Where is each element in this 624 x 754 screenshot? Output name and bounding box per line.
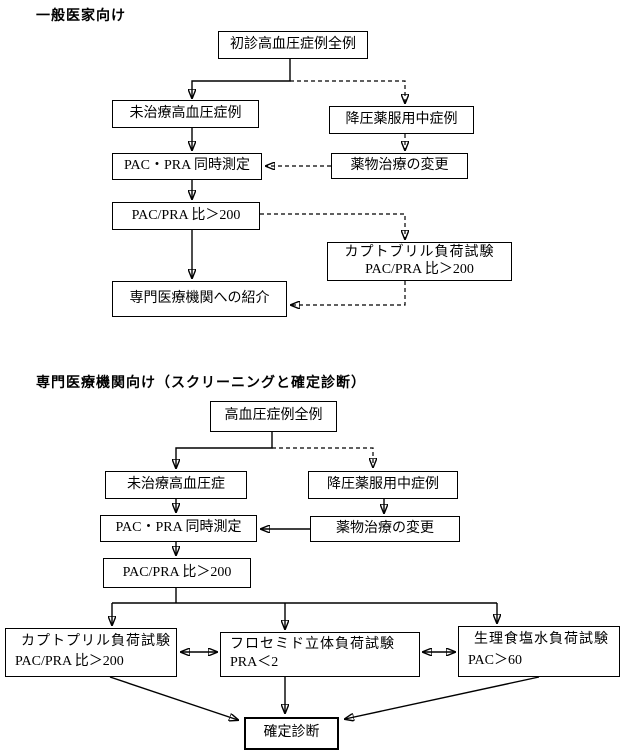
captopril-test-1-line1: カプトブリル負荷試験	[344, 245, 495, 261]
node-pac-pra-measurement-2: PAC・PRA 同時測定	[100, 515, 257, 542]
furosemide-test-line2: PRA＜2	[230, 654, 279, 670]
saline-test-line2: PAC＞60	[468, 653, 522, 669]
furosemide-test-line1: フロセミド立体負荷試験	[230, 636, 395, 652]
chart1-title: 一般医家向け	[36, 9, 126, 24]
node-pac-pra-ratio-2: PAC/PRA 比＞200	[103, 558, 251, 588]
chart1-edges	[192, 59, 405, 305]
node-drug-change-2: 薬物治療の変更	[310, 516, 460, 542]
edge-initial-to-untreated-arrow	[192, 59, 291, 98]
node-drug-change-1: 薬物治療の変更	[331, 153, 468, 179]
edge-allcases-to-untreated-arrow	[176, 432, 273, 468]
chart2-edges	[109, 432, 540, 720]
captopril-test-2-line2: PAC/PRA 比＞200	[15, 653, 124, 669]
node-captopril-test-2: カプトプリル負荷試験 PAC/PRA 比＞200	[5, 628, 177, 677]
edge-initial-to-medicated-dashed-arrow	[290, 80, 405, 103]
node-pac-pra-ratio-1: PAC/PRA 比＞200	[112, 202, 260, 230]
captopril-test-2-line1: カプトプリル負荷試験	[21, 633, 171, 649]
node-untreated-hypertension-1: 未治療高血圧症例	[112, 100, 259, 128]
node-referral-to-specialist: 専門医療機関への紹介	[112, 281, 287, 317]
edge-allcases-to-medicated-dashed-arrow	[272, 447, 373, 467]
node-untreated-hypertension-2: 未治療高血圧症	[105, 471, 247, 499]
node-captopril-test-1: カプトブリル負荷試験 PAC/PRA 比＞200	[327, 242, 512, 281]
node-furosemide-test: フロセミド立体負荷試験 PRA＜2	[220, 632, 420, 677]
node-on-antihypertensive-2: 降圧薬服用中症例	[308, 471, 458, 499]
node-all-hypertension-cases: 高血圧症例全例	[210, 401, 337, 432]
chart2-title: 専門医療機関向け（スクリーニングと確定診断）	[36, 376, 366, 391]
node-first-visit-all-cases: 初診高血圧症例全例	[218, 31, 368, 59]
edge-ratio-to-captopril-dashed-arrow	[260, 213, 405, 239]
edge-captopril-to-diagnosis-arrow	[109, 676, 238, 720]
captopril-test-1-line2: PAC/PRA 比＞200	[365, 261, 474, 277]
edge-ratio-branch-lines	[112, 588, 497, 604]
edge-captopril-to-referral-dashed-arrow	[291, 281, 406, 305]
node-pac-pra-measurement-1: PAC・PRA 同時測定	[112, 153, 262, 180]
node-on-antihypertensive-1: 降圧薬服用中症例	[329, 106, 474, 134]
edge-saline-to-diagnosis-arrow	[345, 676, 540, 719]
node-saline-infusion-test: 生理食塩水負荷試験 PAC＞60	[458, 626, 620, 677]
node-definitive-diagnosis: 確定診断	[244, 717, 339, 750]
saline-test-line1: 生理食塩水負荷試験	[474, 632, 609, 648]
